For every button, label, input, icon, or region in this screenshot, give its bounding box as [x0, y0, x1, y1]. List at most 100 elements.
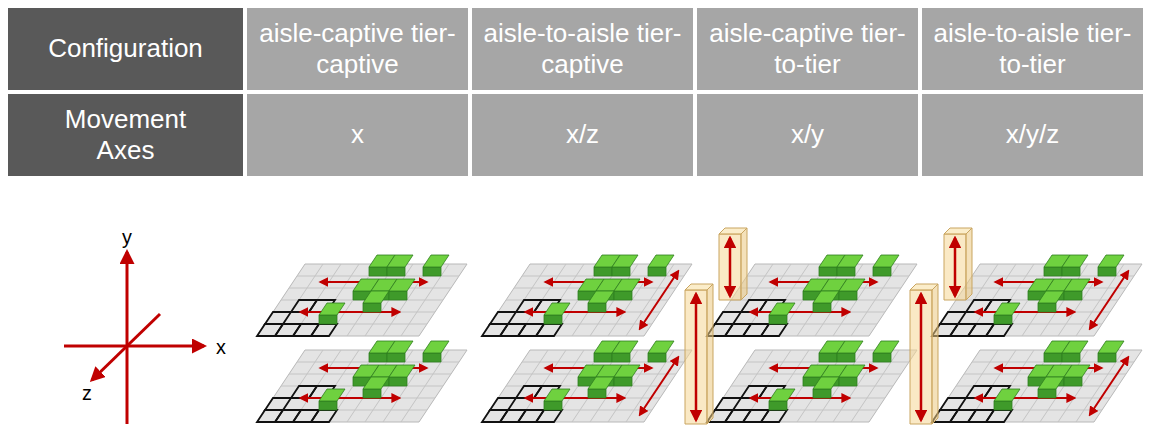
- rack-cell: [715, 398, 741, 410]
- axis-label-text: z: [82, 382, 92, 406]
- tier-plane: [482, 264, 692, 336]
- shuttle-illustration: [257, 255, 467, 422]
- storage-box: [819, 267, 837, 276]
- row-header: Configuration: [8, 8, 243, 90]
- storage-box: [1062, 255, 1088, 267]
- storage-box: [769, 401, 787, 410]
- lift-shaft: [966, 228, 972, 300]
- axis-line: [64, 345, 127, 348]
- storage-box: [1038, 303, 1056, 312]
- table-cell: aisle-to-aisle tier-to-tier: [922, 8, 1143, 90]
- rack-cell: [940, 398, 966, 410]
- storage-box: [1064, 377, 1082, 386]
- table-cell: x/y: [697, 94, 918, 176]
- storage-box: [1064, 291, 1082, 300]
- table-cell: x: [247, 94, 468, 176]
- storage-box: [389, 279, 415, 291]
- storage-box: [1044, 353, 1062, 362]
- lift-arrow: [729, 238, 732, 296]
- row-header: Movement Axes: [8, 94, 243, 176]
- storage-box: [612, 353, 630, 362]
- storage-box: [819, 353, 837, 362]
- storage-box: [423, 255, 449, 267]
- movement-arrow: [525, 311, 624, 313]
- storage-box: [387, 267, 405, 276]
- storage-box: [1038, 389, 1056, 398]
- storage-box: [873, 341, 899, 353]
- rack-cell: [940, 312, 966, 324]
- storage-box: [1098, 255, 1124, 267]
- lift-shaft: [685, 284, 713, 290]
- storage-box: [648, 267, 666, 276]
- storage-box: [1038, 377, 1064, 389]
- storage-box: [873, 255, 899, 267]
- rack-cell: [761, 410, 787, 422]
- lift-shaft: [944, 234, 966, 300]
- rack-cell: [490, 312, 516, 324]
- rack-cell: [490, 398, 516, 410]
- storage-box: [612, 341, 638, 353]
- storage-box: [1038, 291, 1064, 303]
- movement-arrow: [1090, 357, 1128, 415]
- lift-shaft: [910, 284, 938, 290]
- cell-text: aisle-to-aisle tier-captive: [483, 18, 683, 80]
- axis-label: x: [206, 334, 236, 362]
- tier-plane: [707, 350, 917, 422]
- shuttle-illustration: [685, 228, 917, 424]
- movement-arrow: [975, 397, 1074, 399]
- lift-shaft: [944, 228, 972, 234]
- storage-box: [769, 389, 795, 401]
- storage-box: [1098, 267, 1116, 276]
- movement-arrow: [750, 311, 849, 313]
- axis-label: y: [112, 224, 142, 252]
- storage-box: [612, 255, 638, 267]
- storage-box: [544, 401, 562, 410]
- storage-box: [839, 377, 857, 386]
- cell-text: Movement Axes: [51, 104, 201, 166]
- lift-shaft: [932, 284, 938, 424]
- movement-arrow: [300, 311, 399, 313]
- storage-box: [1064, 365, 1090, 377]
- axis-line: [126, 346, 129, 424]
- storage-box: [423, 353, 441, 362]
- storage-box: [839, 279, 865, 291]
- storage-box: [614, 365, 640, 377]
- storage-box: [319, 401, 337, 410]
- storage-box: [614, 377, 632, 386]
- storage-box: [813, 389, 831, 398]
- storage-box: [648, 255, 674, 267]
- rack-cell: [986, 410, 1012, 422]
- axis-label: z: [72, 380, 102, 408]
- storage-box: [363, 389, 381, 398]
- lift-shaft: [719, 234, 741, 300]
- storage-box: [839, 291, 857, 300]
- rack-cell: [536, 324, 562, 336]
- tier-plane: [932, 350, 1142, 422]
- storage-box: [387, 341, 413, 353]
- lift-shaft: [685, 290, 707, 424]
- storage-box: [594, 353, 612, 362]
- storage-box: [588, 389, 606, 398]
- storage-box: [1098, 353, 1116, 362]
- axis-line: [126, 252, 129, 346]
- storage-box: [839, 365, 865, 377]
- storage-box: [319, 303, 345, 315]
- cell-text: aisle-captive tier-captive: [258, 18, 458, 80]
- axis-label-text: x: [216, 336, 226, 360]
- axis-label-text: y: [122, 226, 132, 250]
- storage-box: [614, 279, 640, 291]
- storage-box: [1098, 341, 1124, 353]
- storage-box: [648, 353, 666, 362]
- cell-text: x/y: [791, 119, 824, 150]
- storage-box: [588, 291, 614, 303]
- storage-box: [994, 401, 1012, 410]
- storage-box: [813, 377, 839, 389]
- lift-shaft: [719, 228, 747, 234]
- lift-shaft: [707, 284, 713, 424]
- shuttle-illustration: [482, 255, 692, 422]
- storage-box: [994, 389, 1020, 401]
- storage-box: [994, 315, 1012, 324]
- lift-arrow: [920, 294, 923, 420]
- storage-box: [588, 303, 606, 312]
- storage-box: [813, 291, 839, 303]
